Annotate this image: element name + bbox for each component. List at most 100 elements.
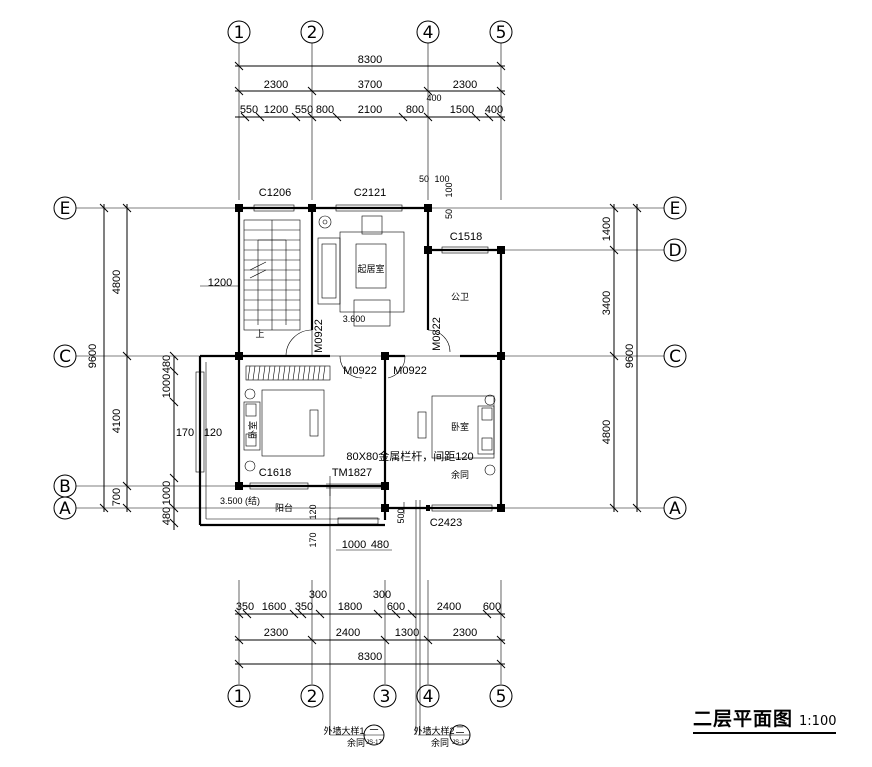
dim-text: 2400: [336, 627, 360, 639]
svg-text:JS-17: JS-17: [452, 740, 468, 746]
window-label: C2121: [354, 187, 386, 199]
svg-text:二: 二: [455, 725, 464, 735]
right-axis-bubbles: E D C A: [663, 196, 687, 520]
dim-text: 800: [316, 104, 334, 116]
dim-text: 4800: [601, 420, 613, 444]
dim-text: 50: [444, 209, 454, 219]
dim-text: 1400: [601, 217, 613, 241]
dim-text: 550: [240, 104, 258, 116]
dim-text: 8300: [358, 651, 382, 663]
dim-text: 2400: [437, 601, 461, 613]
window-label: C2423: [430, 517, 462, 529]
svg-text:外墙大样1: 外墙大样1: [323, 725, 364, 736]
dim-text: 9600: [87, 344, 99, 368]
drawing-title-text: 二层平面图: [693, 708, 794, 730]
dim-text: 100: [444, 182, 454, 197]
axis-label: D: [668, 241, 681, 261]
stair-up-label: 上: [255, 329, 264, 339]
dim-text: 2300: [264, 627, 288, 639]
dim-text: 4800: [111, 270, 123, 294]
dim-text: 1300: [395, 627, 419, 639]
dim-text: 2300: [453, 79, 477, 91]
dim-text: 300: [373, 589, 391, 601]
axis-label: 5: [496, 23, 507, 43]
drawing-title: 二层平面图 1:100: [693, 704, 837, 734]
dim-text: 2100: [358, 104, 382, 116]
axis-label: E: [60, 199, 71, 219]
axis-label: 1: [234, 687, 245, 707]
dim-text: 1000: [161, 481, 173, 505]
walls: [198, 206, 503, 527]
dim-text: 1800: [338, 601, 362, 613]
dim-text: 9600: [624, 344, 636, 368]
dim-text: 550: [295, 104, 313, 116]
bottom-axis-bubbles: 1 2 3 4 5: [227, 684, 513, 708]
window-label: C1206: [259, 187, 291, 199]
room-label: 公卫: [451, 292, 469, 302]
door-label: M0822: [431, 317, 443, 351]
living-furniture: [317, 215, 405, 327]
dim-text: 500: [396, 508, 406, 523]
axis-label: 5: [496, 687, 507, 707]
axis-label: 3: [380, 687, 391, 707]
room-label: 起居室: [357, 263, 384, 274]
railing-note: 80X80金属栏杆，间距120: [346, 449, 473, 463]
dim-text: 120: [204, 427, 222, 439]
detail-callout-2: 外墙大样2 余同 二 JS-17: [413, 724, 471, 748]
dim-text: 1200: [208, 277, 232, 289]
dim-text: 8300: [358, 54, 382, 66]
detail-callout-1: 外墙大样1 余同 一 JS-17: [323, 724, 385, 748]
note-same: 余同: [451, 469, 469, 480]
dim-text: 480: [371, 539, 389, 551]
dim-text: 170: [176, 427, 194, 439]
door-label: M0922: [343, 365, 377, 377]
dim-text: 1500: [450, 104, 474, 116]
dim-text: 400: [426, 93, 441, 103]
axis-label: C: [59, 347, 71, 367]
axis-label: A: [59, 499, 71, 519]
svg-text:余同: 余同: [347, 737, 365, 748]
axis-label: 4: [423, 23, 434, 43]
level-mark: 3.500 (结): [220, 495, 260, 506]
dim-text: 3700: [358, 79, 382, 91]
dim-text: 1200: [264, 104, 288, 116]
dim-text: 2300: [453, 627, 477, 639]
axis-label: B: [59, 477, 71, 497]
dim-text: 480: [161, 507, 173, 525]
axis-label: 4: [423, 687, 434, 707]
dim-text: 480: [161, 355, 173, 373]
dim-text: 4100: [111, 409, 123, 433]
dim-text: 1600: [262, 601, 286, 613]
room-label: 卧室: [451, 421, 469, 432]
svg-text:外墙大样2: 外墙大样2: [413, 725, 454, 736]
dim-text: 600: [483, 601, 501, 613]
axis-label: E: [670, 199, 681, 219]
dim-text: 120: [308, 504, 318, 519]
bedroom-right-furniture: [417, 394, 496, 476]
room-label: 卧室: [247, 421, 258, 439]
dim-text: 600: [387, 601, 405, 613]
door-label: M0922: [393, 365, 427, 377]
dim-text: 2300: [264, 79, 288, 91]
dim-text: 3400: [601, 291, 613, 315]
axis-label: 2: [307, 23, 318, 43]
axis-label: 1: [234, 23, 245, 43]
svg-text:JS-17: JS-17: [366, 740, 382, 746]
room-label: 阳台: [275, 502, 293, 513]
dim-text: 700: [111, 488, 123, 506]
drawing-scale: 1:100: [799, 714, 837, 729]
svg-text:余同: 余同: [431, 737, 449, 748]
axis-label: 2: [307, 687, 318, 707]
dim-text: 100: [434, 174, 449, 184]
dim-text: 300: [309, 589, 327, 601]
axis-label: A: [669, 499, 681, 519]
dim-text: 1000: [161, 374, 173, 398]
door-label: M0922: [313, 319, 325, 353]
dim-text: 170: [308, 532, 318, 547]
door-label: TM1827: [332, 467, 372, 479]
dim-text: 350: [236, 601, 254, 613]
dim-text: 800: [406, 104, 424, 116]
dim-text: 400: [485, 104, 503, 116]
stair: [243, 219, 301, 331]
